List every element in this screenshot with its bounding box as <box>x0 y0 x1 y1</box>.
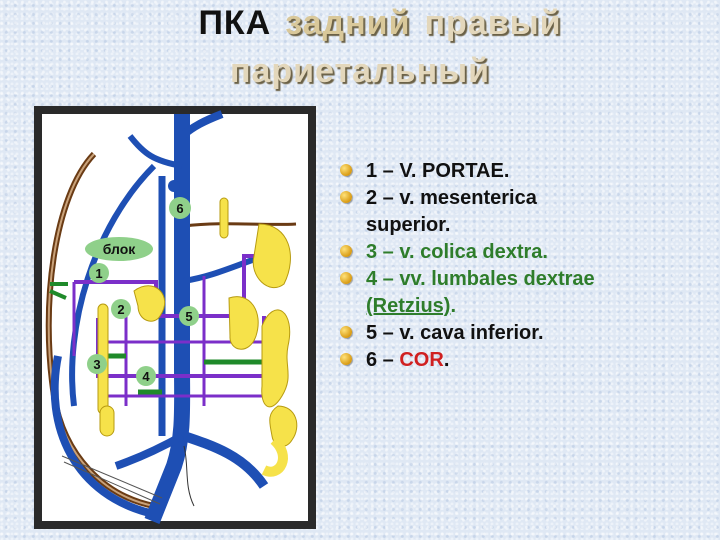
legend-item-3: 3 – v. colica dextra. <box>338 239 714 266</box>
label-bubble-3 <box>87 354 107 374</box>
legend-item-2: 2 – v. mesenterica superior. <box>338 185 714 239</box>
legend-text-2-line2: superior. <box>366 214 451 236</box>
legend-text-6-prefix: 6 – <box>366 349 400 371</box>
legend-text-2-line1: 2 – v. mesenterica <box>366 187 537 209</box>
label-bubble-4 <box>136 366 156 386</box>
legend-item-5: 5 – v. cava inferior. <box>338 320 714 347</box>
title-word-pka: ПКА <box>198 4 272 42</box>
anatomy-diagram: блок 1 2 3 4 5 6 <box>42 110 308 524</box>
title-word-right: правый <box>424 4 562 42</box>
label-bubble-6 <box>169 197 191 219</box>
legend-text-4-line2: (Retzius) <box>366 295 451 317</box>
label-6: 6 <box>176 201 183 216</box>
legend-text-6-cor: COR <box>399 349 444 371</box>
legend-list: 1 – V. PORTAE. 2 – v. mesenterica superi… <box>338 158 714 374</box>
legend-text-6-suffix: . <box>443 349 450 371</box>
legend-text-1: 1 – V. PORTAE. <box>366 160 510 182</box>
legend-text-4-period: . <box>450 295 457 317</box>
legend-text-3: 3 – v. colica dextra. <box>366 241 548 263</box>
label-bubble-block <box>85 237 153 261</box>
legend-text-5: 5 – v. cava inferior. <box>366 322 544 344</box>
bullet-icon <box>340 191 352 203</box>
legend-item-4: 4 – vv. lumbales dextrae (Retzius). <box>338 266 714 320</box>
label-1: 1 <box>95 266 102 281</box>
title-line-1: ПКА задний правый <box>20 4 720 43</box>
label-bubble-2 <box>111 299 131 319</box>
bullet-icon <box>340 272 352 284</box>
label-bubble-5 <box>179 306 199 326</box>
label-bubble-1 <box>89 263 109 283</box>
anatomy-diagram-panel: блок 1 2 3 4 5 6 <box>34 106 316 529</box>
label-2: 2 <box>117 302 124 317</box>
title-line-2: париетальный <box>229 52 491 90</box>
legend-item-6: 6 – COR. <box>338 347 714 374</box>
label-5: 5 <box>185 309 192 324</box>
title-word-posterior: задний <box>285 4 411 42</box>
label-4: 4 <box>142 369 150 384</box>
bullet-icon <box>340 245 352 257</box>
label-block: блок <box>103 241 137 257</box>
bullet-icon <box>340 353 352 365</box>
legend-text-4-line1: 4 – vv. lumbales dextrae <box>366 268 595 290</box>
label-3: 3 <box>93 357 100 372</box>
bullet-icon <box>340 326 352 338</box>
bullet-icon <box>340 164 352 176</box>
legend-item-1: 1 – V. PORTAE. <box>338 158 714 185</box>
